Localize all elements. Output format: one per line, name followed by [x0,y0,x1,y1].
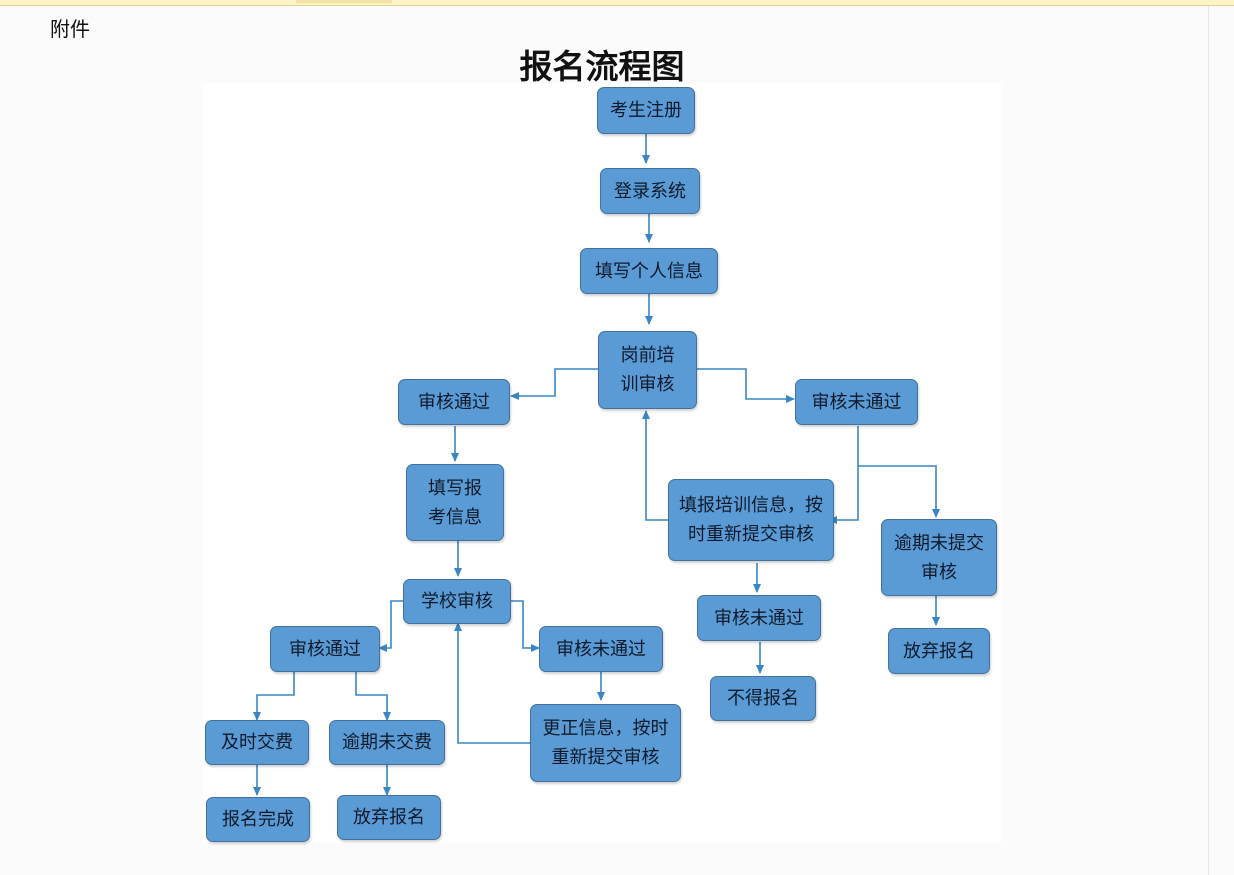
edge-review-pass [510,368,598,400]
top-tab-strip [296,0,392,3]
node-school-pass: 审核通过 [270,626,380,672]
node-register: 考生注册 [597,87,695,134]
edge-school-pass [378,600,403,652]
node-training-fail: 审核未通过 [795,379,918,425]
node-school-fail: 审核未通过 [539,626,663,672]
node-abandon-left: 放弃报名 [337,795,441,840]
edge-school-fail [511,600,540,652]
node-correct-info: 更正信息，按时 重新提交审核 [530,704,681,782]
node-training-review: 岗前培 训审核 [598,331,697,409]
node-school-review: 学校审核 [403,579,511,624]
attachment-label: 附件 [50,17,90,41]
edge-fail-resubmit [828,426,859,524]
edge-resubmit-review [642,410,668,521]
edge-fail-overdue [858,465,940,518]
flowchart-connectors [253,134,940,796]
node-overdue-pay: 逾期未交费 [329,720,445,765]
window-top-bar [0,0,1234,6]
node-abandon-right: 放弃报名 [888,628,990,674]
edge-review-fail [697,368,795,403]
page-title: 报名流程图 [519,47,685,86]
node-exam-info: 填写报 考信息 [406,464,504,541]
page-right-border [1208,6,1209,875]
node-resubmit-training: 填报培训信息，按 时重新提交审核 [668,479,834,561]
node-resubmit-fail: 审核未通过 [697,595,821,641]
node-overdue-submit: 逾期未提交 审核 [881,519,997,596]
edge-pass-paytime [253,672,295,721]
node-pay-on-time: 及时交费 [205,720,309,765]
edge-pass-overdue [355,672,391,721]
flowchart-canvas: 考生注册 登录系统 填写个人信息 岗前培 训审核 审核通过 审核未通过 填写报 … [203,83,1001,843]
node-not-allowed: 不得报名 [710,676,816,721]
edge-correct-school [454,622,530,744]
node-personal-info: 填写个人信息 [580,248,718,294]
node-training-pass: 审核通过 [398,379,510,425]
node-registration-done: 报名完成 [206,797,310,842]
node-login: 登录系统 [600,168,700,214]
